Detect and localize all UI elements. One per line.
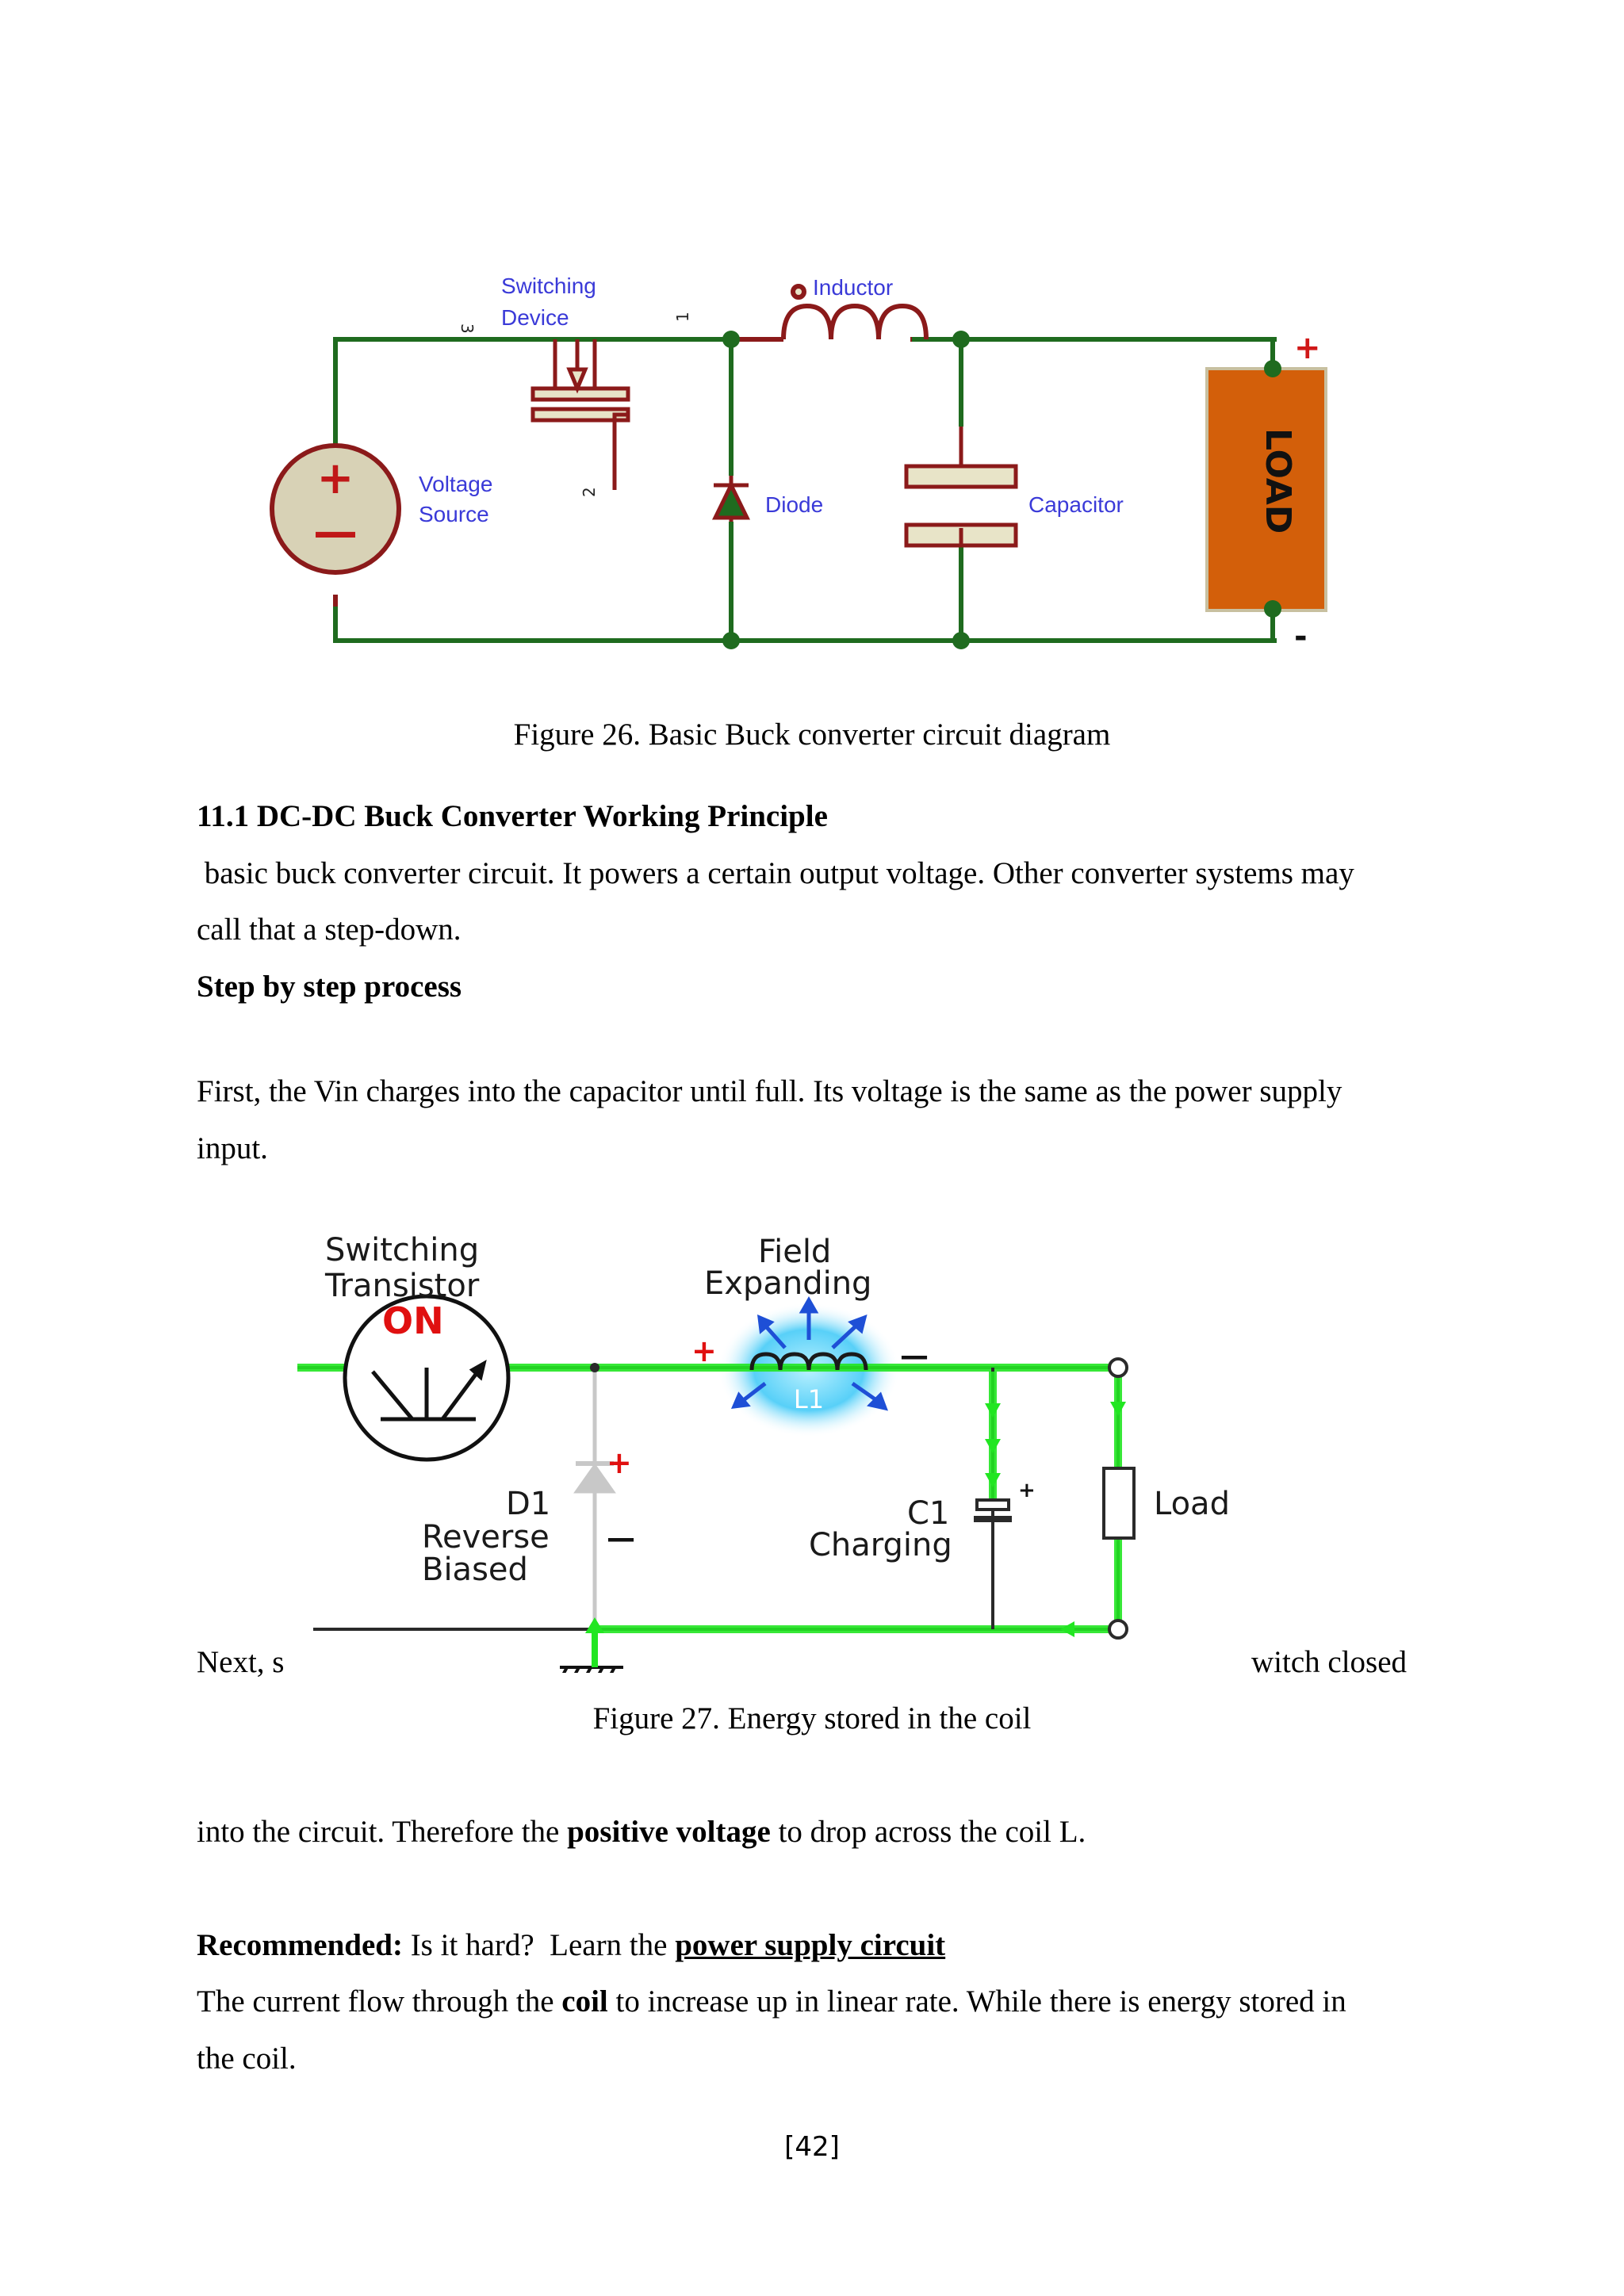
ground-symbol bbox=[560, 1629, 623, 1673]
current-line-1: The current flow through the coil to inc… bbox=[197, 1984, 1346, 2019]
pin-2-label: 2 bbox=[580, 487, 599, 497]
label-switching: Switching bbox=[325, 1232, 479, 1269]
label-diode: Diode bbox=[765, 492, 823, 517]
into-circuit-text: into the circuit. Therefore the bbox=[197, 1815, 568, 1849]
label-load: Load bbox=[1154, 1486, 1230, 1522]
positive-voltage-term: positive voltage bbox=[567, 1815, 771, 1849]
intro-line-1: basic buck converter circuit. It powers … bbox=[197, 856, 1354, 890]
label-inductor: Inductor bbox=[813, 275, 893, 300]
l1-minus: — bbox=[900, 1340, 929, 1372]
current-arrows bbox=[585, 1402, 1126, 1637]
first-line-1: First, the Vin charges into the capacito… bbox=[197, 1074, 1342, 1108]
voltage-source-symbol: + — bbox=[270, 443, 401, 607]
label-device: Device bbox=[501, 305, 569, 330]
capacitor-symbol bbox=[904, 427, 1018, 548]
pin-3-label: 3 bbox=[458, 323, 477, 334]
field-arrows bbox=[730, 1295, 888, 1411]
page-number: [42] bbox=[784, 2131, 840, 2163]
c1-capacitor-symbol bbox=[974, 1498, 1012, 1522]
source-plus: + bbox=[317, 453, 354, 504]
d1-minus: — bbox=[607, 1522, 635, 1555]
next-line-right: witch closed bbox=[1251, 1645, 1408, 1679]
section-heading: 11.1 DC-DC Buck Converter Working Princi… bbox=[197, 799, 828, 833]
first-line-2: input. bbox=[197, 1131, 268, 1165]
label-charging: Charging bbox=[809, 1527, 952, 1563]
diode-symbol bbox=[711, 476, 751, 522]
load-block: LOAD bbox=[1205, 367, 1327, 612]
d1-plus: + bbox=[607, 1445, 632, 1480]
c1-plus: + bbox=[1018, 1479, 1036, 1502]
figure-27-caption: Figure 27. Energy stored in the coil bbox=[592, 1701, 1032, 1735]
wire-bottom bbox=[333, 607, 1277, 643]
label-source: Source bbox=[419, 502, 489, 526]
transistor-symbol bbox=[343, 1294, 511, 1462]
buck-converter-circuit-diagram: + — LOAD Switching Device Inductor Volta… bbox=[270, 274, 1327, 655]
into-circuit-tail: to drop across the coil L. bbox=[770, 1815, 1086, 1849]
label-reverse: Reverse bbox=[422, 1519, 550, 1556]
coil-term: coil bbox=[561, 1984, 608, 2019]
into-circuit-line: into the circuit. Therefore the positive… bbox=[197, 1815, 1086, 1850]
l1-coil-symbol bbox=[749, 1352, 868, 1371]
label-capacitor: Capacitor bbox=[1028, 492, 1124, 517]
current-text: The current flow through the bbox=[197, 1984, 562, 2019]
load-resistor bbox=[1102, 1467, 1136, 1540]
current-tail: to increase up in linear rate. While the… bbox=[607, 1984, 1346, 2019]
recommended-label: Recommended: bbox=[197, 1928, 403, 1962]
load-minus: - bbox=[1294, 618, 1308, 655]
label-switching: Switching bbox=[501, 274, 596, 298]
source-minus: — bbox=[313, 507, 358, 558]
recommended-text: Is it hard? Learn the bbox=[402, 1928, 676, 1962]
label-on: ON bbox=[382, 1299, 444, 1342]
step-subheading: Step by step process bbox=[197, 970, 462, 1004]
label-voltage: Voltage bbox=[419, 472, 492, 496]
recommended-line: Recommended: Is it hard? Learn the power… bbox=[197, 1928, 945, 1963]
energy-stored-circuit-diagram: Switching Transistor ON Field Expanding … bbox=[297, 1232, 1230, 1673]
current-line-2: the coil. bbox=[197, 2042, 297, 2076]
label-l1: L1 bbox=[794, 1384, 824, 1414]
label-field: Field bbox=[758, 1234, 831, 1270]
l1-plus: + bbox=[691, 1334, 717, 1368]
power-supply-circuit-link[interactable]: power supply circuit bbox=[675, 1928, 946, 1962]
load-label: LOAD bbox=[1258, 428, 1298, 534]
label-d1: D1 bbox=[506, 1486, 550, 1522]
label-biased: Biased bbox=[422, 1552, 528, 1588]
mosfet-symbol bbox=[530, 339, 630, 490]
label-c1: C1 bbox=[907, 1495, 949, 1532]
pin-1-label: 1 bbox=[673, 312, 692, 322]
next-line-left: Next, s bbox=[197, 1645, 285, 1679]
label-expanding: Expanding bbox=[704, 1265, 871, 1302]
intro-line-2: call that a step-down. bbox=[197, 913, 462, 947]
figure-26-caption: Figure 26. Basic Buck converter circuit … bbox=[513, 718, 1111, 752]
load-plus: + bbox=[1294, 330, 1321, 366]
label-transistor: Transistor bbox=[324, 1268, 480, 1304]
d1-diode-symbol bbox=[573, 1461, 616, 1494]
